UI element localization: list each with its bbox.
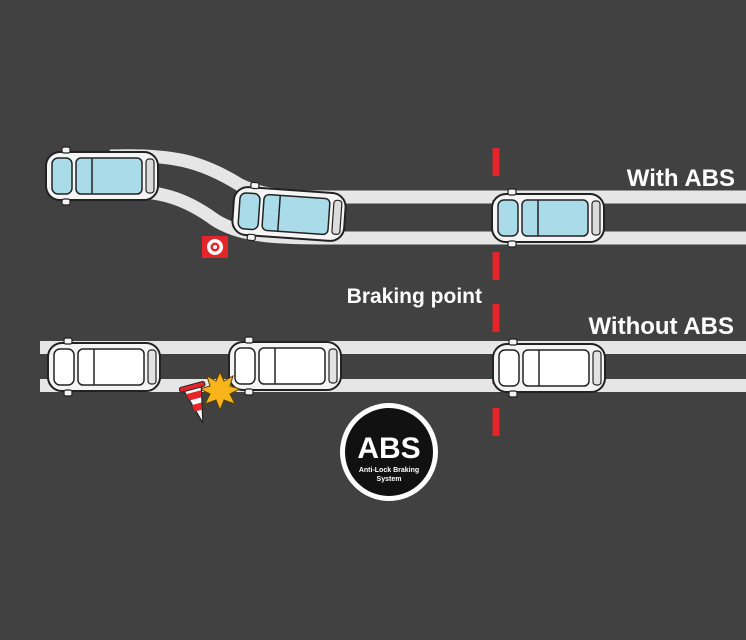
without-abs-label: Without ABS [588, 313, 734, 340]
abs-logo: ABS Anti-Lock Braking System [340, 403, 438, 501]
collision-burst-icon [198, 370, 242, 412]
target-icon [202, 236, 228, 258]
with-abs-label: With ABS [627, 165, 735, 192]
abs-logo-line2: System [377, 476, 402, 483]
without-abs-car-3 [492, 338, 606, 398]
traffic-cone-icon [178, 381, 206, 424]
with-abs-car-3 [491, 188, 605, 248]
abs-logo-line1: Anti-Lock Braking [359, 467, 419, 474]
with-abs-car-1 [45, 146, 159, 206]
abs-logo-title: ABS [357, 432, 420, 465]
without-abs-car-2 [228, 336, 342, 396]
braking-point-label: Braking point [347, 285, 482, 308]
without-abs-car-1 [47, 337, 161, 397]
